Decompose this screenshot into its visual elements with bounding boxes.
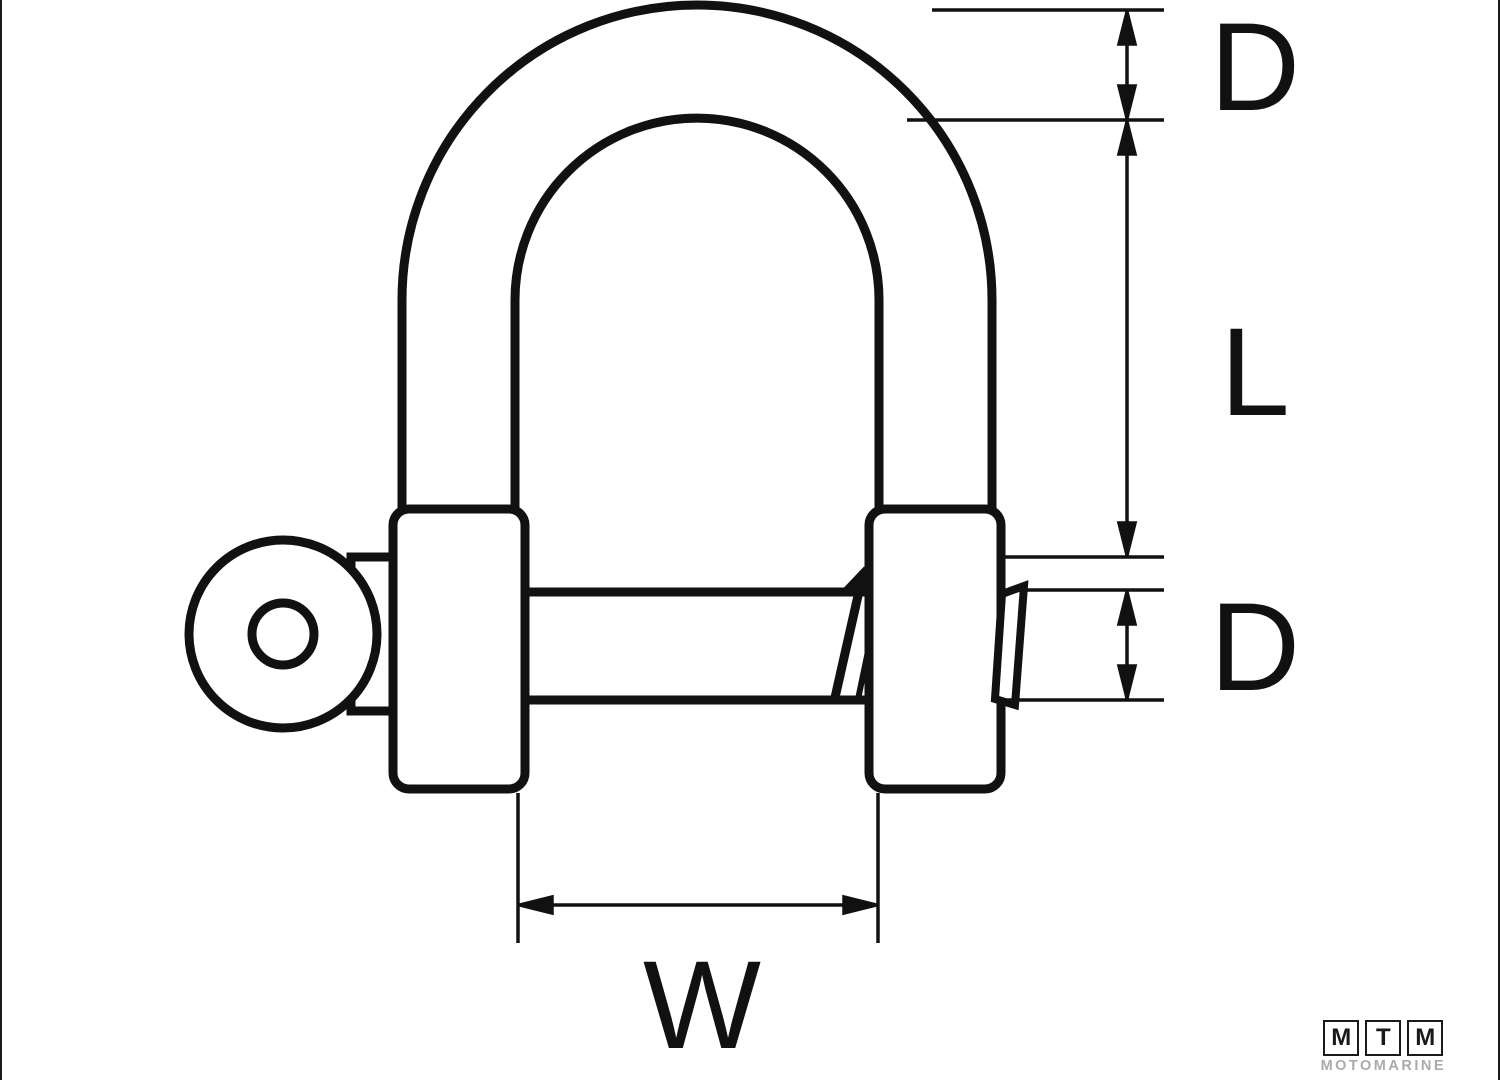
logo-letter-box: M — [1323, 1020, 1360, 1056]
dim-label-w: W — [643, 936, 761, 1075]
dim-label-d-top: D — [1210, 0, 1300, 137]
dim-label-l: L — [1220, 303, 1290, 442]
pin-crimp-slash-1 — [829, 577, 867, 703]
pin-head-hole — [247, 598, 319, 670]
arrowhead — [1116, 84, 1138, 119]
arrowhead — [1116, 121, 1138, 156]
logo-letters: M T M — [1321, 1020, 1446, 1056]
logo-subtitle: MOTOMARINE — [1320, 1058, 1446, 1074]
right-collar — [864, 504, 1006, 794]
pin-end-tab — [990, 580, 1029, 711]
arrowhead — [1116, 591, 1138, 626]
arrowhead — [1116, 521, 1138, 556]
dim-label-d-pin: D — [1210, 578, 1300, 717]
left-collar — [388, 504, 530, 794]
dimension-lines — [516, 8, 1164, 943]
shackle-body — [184, 0, 1029, 794]
arrowhead — [1116, 11, 1138, 46]
logo-letter-box: M — [1407, 1020, 1444, 1056]
shackle-bow-outer — [397, 0, 997, 509]
arrowhead — [1116, 664, 1138, 699]
arrowhead — [842, 894, 877, 916]
arrowhead — [519, 894, 554, 916]
brand-logo: M T M MOTOMARINE — [1321, 1020, 1446, 1074]
logo-letter-box: T — [1365, 1020, 1402, 1056]
shackle-bow-inner — [510, 113, 884, 509]
